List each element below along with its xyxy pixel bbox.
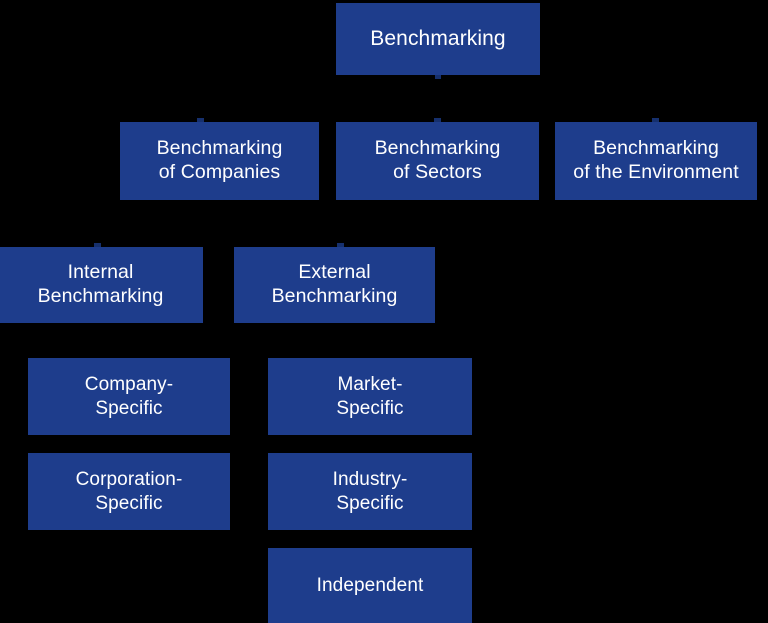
node-benchmarking-of-sectors[interactable]: Benchmarking of Sectors [336,122,539,200]
node-benchmarking-of-companies[interactable]: Benchmarking of Companies [120,122,319,200]
node-internal-benchmarking[interactable]: Internal Benchmarking [0,247,203,323]
connector-stub-companies-up [197,118,204,123]
connector-stub-external-up [337,243,344,248]
node-company-specific[interactable]: Company- Specific [28,358,230,435]
node-market-specific[interactable]: Market- Specific [268,358,472,435]
node-corporation-specific[interactable]: Corporation- Specific [28,453,230,530]
connector-stub-root-down [435,75,441,79]
node-external-benchmarking[interactable]: External Benchmarking [234,247,435,323]
connector-stub-sectors-up [434,118,441,123]
connector-stub-internal-up [94,243,101,248]
node-industry-specific[interactable]: Industry- Specific [268,453,472,530]
node-benchmarking-of-the-environment[interactable]: Benchmarking of the Environment [555,122,757,200]
connector-stub-environment-up [652,118,659,123]
node-benchmarking[interactable]: Benchmarking [336,3,540,75]
node-independent[interactable]: Independent [268,548,472,623]
